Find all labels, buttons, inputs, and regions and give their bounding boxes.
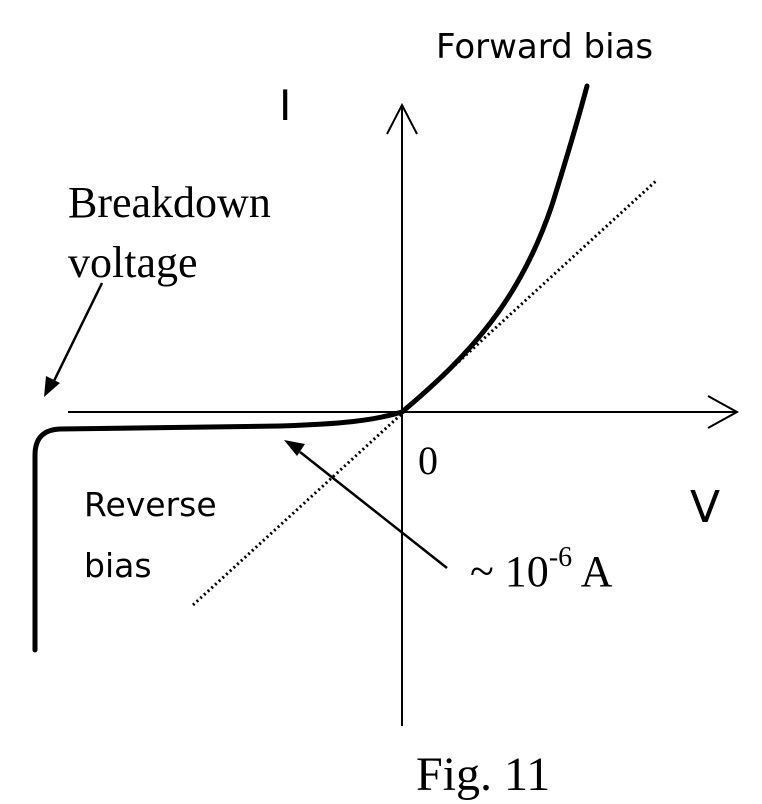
reverse-bias-label-line2: bias [84,546,152,585]
breakdown-arrow [44,282,104,397]
i-axis-label: I [279,81,291,130]
saturation-current-arrow [284,440,448,569]
reverse-bias-label-line1: Reverse [84,485,217,524]
x-axis-arrowhead [707,395,740,429]
saturation-current-exponent: -6 [549,542,572,573]
diode-characteristic-curve [32,83,590,653]
saturation-current-prefix: ~ 10 [470,547,549,596]
y-axis-arrowhead [386,102,418,135]
saturation-current-label: ~ 10-6 A [470,542,613,596]
saturation-current-unit: A [572,547,613,596]
origin-label: 0 [418,438,438,483]
v-axis-label: V [690,482,720,533]
forward-bias-label: Forward bias [436,27,653,67]
figure-caption: Fig. 11 [416,748,550,801]
breakdown-label-line1: Breakdown [68,178,271,227]
breakdown-label-line2: voltage [68,238,198,287]
